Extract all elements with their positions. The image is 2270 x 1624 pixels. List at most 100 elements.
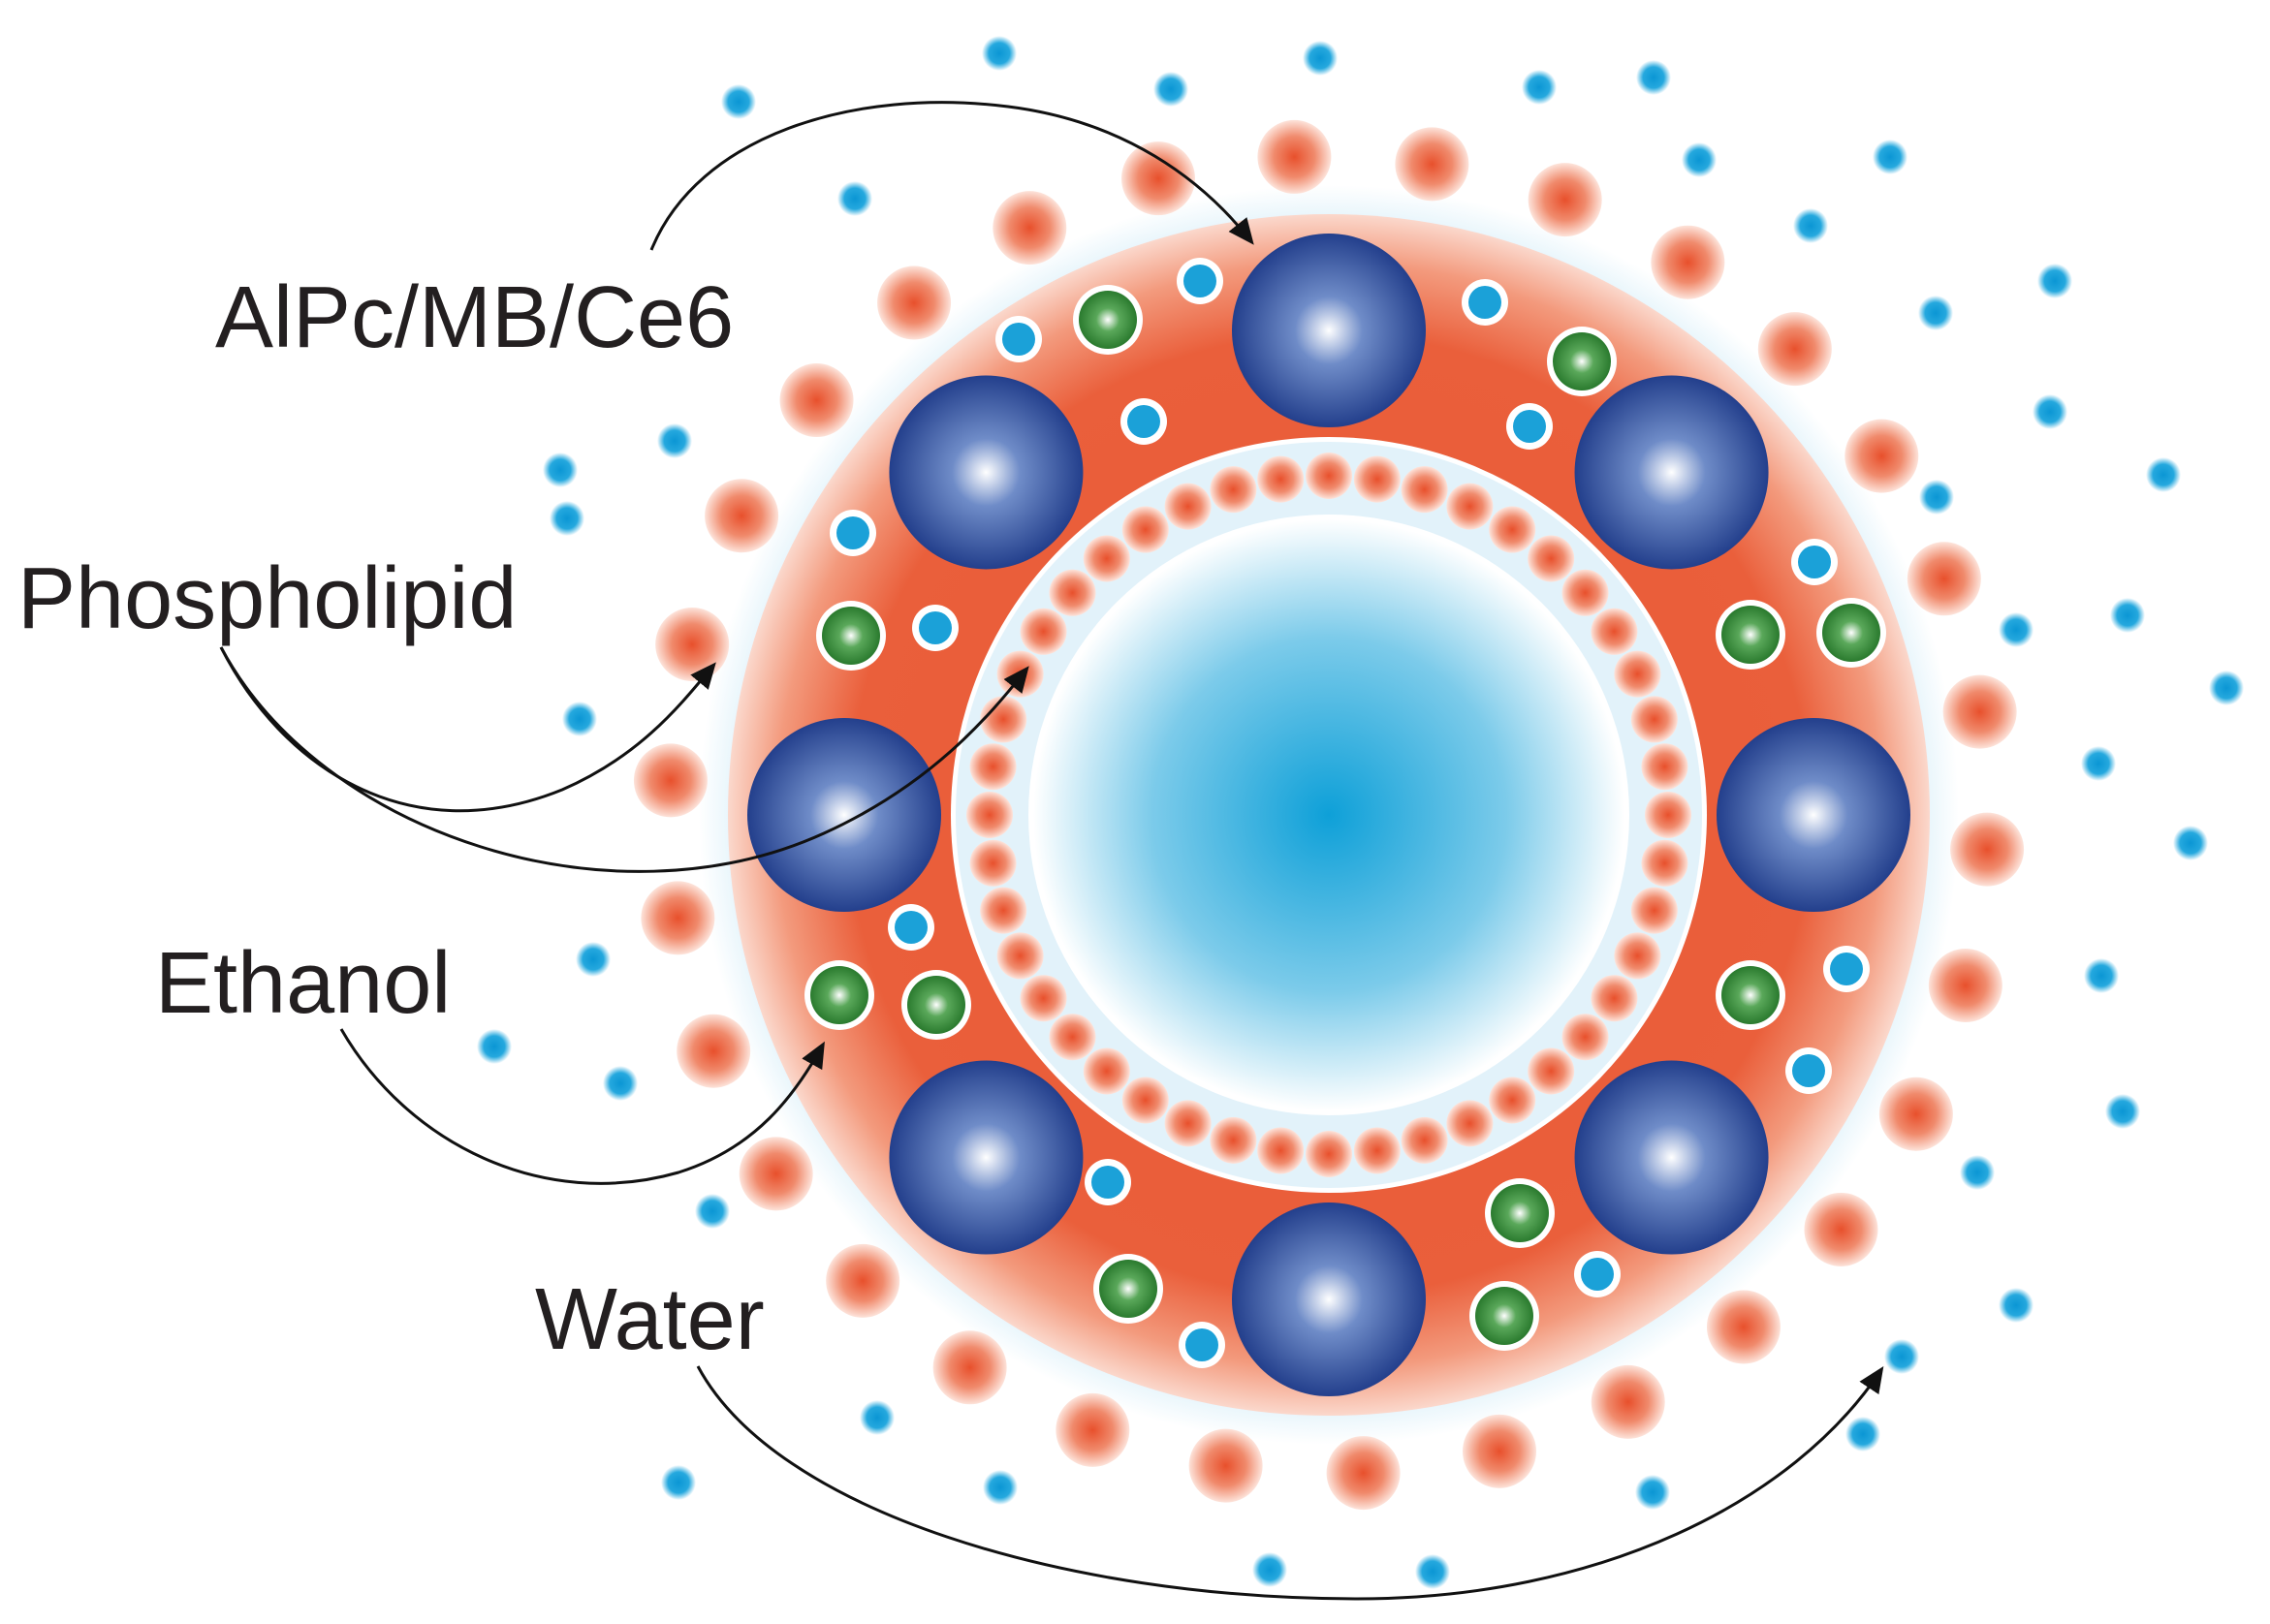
phospholipid-molecule	[1641, 839, 1688, 887]
phospholipid-molecule	[1326, 1436, 1401, 1511]
arrows	[219, 101, 1884, 1601]
water-label: Water	[535, 1271, 765, 1368]
water-molecule	[1091, 1166, 1124, 1199]
phospholipid-molecule	[1651, 225, 1725, 299]
phospholipid-molecule	[1591, 608, 1638, 655]
ethanol-molecule	[907, 976, 965, 1034]
phospholipid-molecule	[1844, 419, 1919, 493]
water-molecule	[2033, 394, 2067, 429]
phospholipid-label: Phospholipid	[17, 550, 517, 647]
water-molecule	[603, 1066, 638, 1101]
phospholipid-molecule	[1020, 608, 1067, 655]
water-molecule	[1636, 60, 1671, 95]
phospholipid-molecule	[969, 743, 1017, 791]
phospholipid-molecule	[1591, 1364, 1665, 1439]
phospholipid-molecule	[1306, 453, 1352, 499]
drug-molecule	[747, 718, 941, 912]
phospholipid-molecule	[779, 363, 854, 438]
ethanol-arrow	[339, 1028, 825, 1185]
water-molecule	[1798, 546, 1831, 578]
water-molecule	[2084, 958, 2119, 993]
phospholipid-molecule	[969, 839, 1017, 887]
phospholipid-molecule	[1049, 1014, 1096, 1061]
phospholipid-molecule	[1353, 455, 1401, 503]
water-molecule	[721, 84, 756, 119]
water-molecule	[576, 942, 611, 977]
water-molecule	[1960, 1155, 1995, 1190]
phospholipid-molecule	[1528, 1047, 1575, 1095]
outer-water-molecules	[477, 36, 2244, 1589]
drug-molecule	[1717, 718, 1910, 912]
phospholipid-molecule	[1907, 542, 1981, 616]
phospholipid-molecule	[655, 608, 730, 682]
water-molecule	[657, 423, 692, 458]
drug-molecule	[1574, 1060, 1769, 1255]
phospholipid-molecule	[1306, 1131, 1352, 1177]
water-molecule	[860, 1400, 895, 1435]
water-molecule	[1830, 953, 1863, 985]
phospholipid-molecule	[1020, 975, 1067, 1022]
phospholipid-molecule	[966, 792, 1013, 838]
phospholipid-molecule	[1188, 1428, 1263, 1503]
phospholipid-molecule	[1614, 932, 1661, 980]
water-molecule	[1682, 142, 1717, 177]
water-molecule	[1918, 296, 1953, 330]
ethanol-molecule	[822, 607, 880, 665]
water-molecule	[2146, 457, 2181, 492]
phospholipid-arrow-inner	[219, 646, 1029, 873]
water-molecule	[562, 702, 597, 736]
water-molecule	[1884, 1339, 1919, 1374]
phospholipid-molecule	[980, 887, 1027, 934]
phospholipid-molecule	[877, 265, 952, 340]
phospholipid-molecule	[1630, 887, 1678, 934]
ethanol-molecule	[1721, 606, 1780, 664]
phospholipid-molecule	[1446, 1100, 1494, 1147]
drug-molecule	[1232, 234, 1426, 427]
water-molecule	[1792, 1054, 1825, 1087]
water-molecule	[1468, 286, 1501, 319]
drug-molecule	[889, 1060, 1084, 1255]
drug-molecule	[1232, 1202, 1426, 1396]
phospholipid-molecule	[1757, 312, 1832, 387]
water-molecule	[1793, 208, 1828, 243]
water-molecule	[1919, 480, 1954, 515]
phospholipid-molecule	[1395, 127, 1469, 202]
water-molecule	[1845, 1417, 1880, 1452]
water-molecule	[543, 453, 578, 487]
water-molecule	[1999, 612, 2034, 647]
phospholipid-molecule	[1257, 119, 1332, 194]
phospholipid-molecule	[1353, 1127, 1401, 1174]
phospholipid-molecule	[1804, 1192, 1878, 1266]
phospholipid-molecule	[1561, 569, 1609, 616]
phospholipid-molecule	[1706, 1290, 1781, 1364]
water-molecule	[695, 1194, 730, 1229]
phospholipid-molecule	[1083, 1047, 1130, 1095]
phospholipid-molecule	[1528, 163, 1602, 237]
ring-water-molecules	[830, 258, 1870, 1368]
phospholipid-molecule	[1489, 506, 1536, 553]
water-molecule	[919, 611, 952, 644]
ethanol-molecule	[1079, 291, 1137, 349]
phospholipid-molecule	[1164, 483, 1212, 530]
phospholipid-molecule	[1049, 569, 1096, 616]
ethanol-molecule	[810, 966, 868, 1024]
phospholipid-molecule	[1056, 1392, 1130, 1467]
phospholipid-molecule	[1257, 1127, 1305, 1174]
inner-phospholipid-layer	[966, 453, 1691, 1177]
water-molecule	[1581, 1258, 1614, 1291]
water-molecule	[1415, 1554, 1450, 1589]
water-molecule	[836, 516, 869, 549]
drug-molecule	[1574, 375, 1769, 570]
phospholipid-molecule	[1083, 535, 1130, 582]
phospholipid-molecule	[1641, 743, 1688, 791]
phospholipid-molecule	[1164, 1100, 1212, 1147]
water-molecule	[1002, 323, 1035, 356]
water-molecule	[2173, 826, 2208, 860]
water-molecule	[837, 181, 872, 216]
water-molecule	[2209, 671, 2244, 705]
water-molecule	[1252, 1552, 1287, 1587]
water-molecule	[1999, 1288, 2034, 1323]
water-molecule	[2105, 1094, 2140, 1129]
drug-molecule	[889, 375, 1084, 570]
phospholipid-molecule	[996, 650, 1044, 698]
